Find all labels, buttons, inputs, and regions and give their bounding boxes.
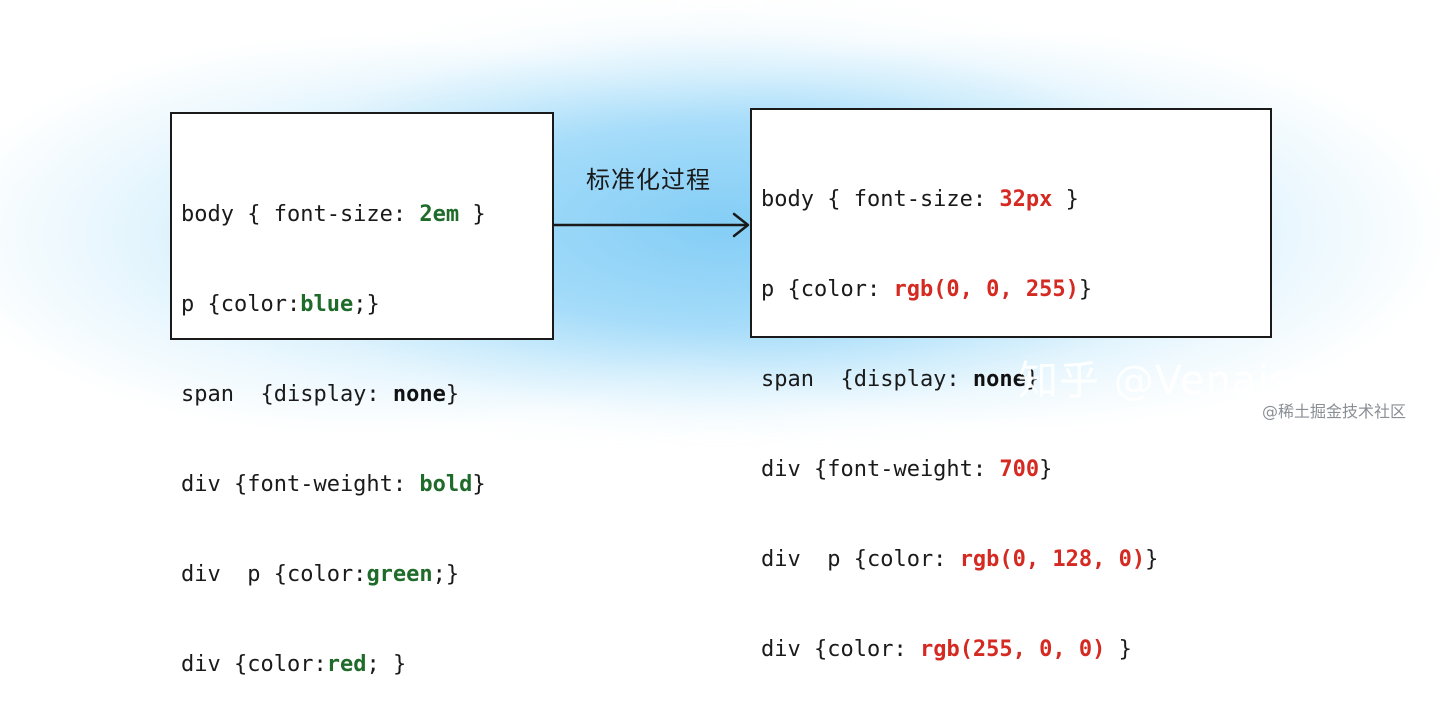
- code-text: }: [1052, 187, 1079, 212]
- code-value: red: [326, 652, 367, 677]
- code-text: }: [445, 382, 460, 407]
- code-value: 32px: [999, 187, 1053, 212]
- code-text: body { font-size:: [181, 202, 420, 227]
- code-line: body { font-size: 2em }: [181, 200, 552, 230]
- code-text: }: [1039, 457, 1053, 482]
- code-text: ; }: [366, 652, 407, 677]
- code-line: span {display: none}: [181, 380, 552, 410]
- code-value: 2em: [419, 202, 460, 227]
- code-value: none: [972, 367, 1026, 392]
- code-text: div p {color:: [761, 547, 960, 572]
- code-line: body { font-size: 32px }: [761, 185, 1270, 215]
- code-value: green: [366, 562, 433, 587]
- code-text: body { font-size:: [761, 187, 1000, 212]
- code-value: rgb(0, 128, 0): [959, 547, 1146, 572]
- code-text: }: [459, 202, 486, 227]
- watermark-text: 知乎 @Venaissance: [1018, 358, 1414, 404]
- code-text: div p {color:: [181, 562, 367, 587]
- code-line: div p {color: rgb(0, 128, 0)}: [761, 545, 1270, 575]
- code-value: rgb(0, 0, 255): [893, 277, 1079, 302]
- code-text: ;}: [353, 292, 380, 317]
- code-text: div {font-weight:: [761, 457, 1000, 482]
- code-line: span {display: none}: [761, 365, 1270, 395]
- code-text: span {display:: [761, 367, 973, 392]
- code-line: div {color:red; }: [181, 650, 552, 680]
- code-text: span {display:: [181, 382, 393, 407]
- code-value: 700: [999, 457, 1040, 482]
- code-value: rgb(255, 0, 0): [919, 637, 1106, 662]
- code-text: p {color:: [761, 277, 894, 302]
- code-text: div {color:: [181, 652, 327, 677]
- normalized-css-box: body { font-size: 32px } p {color: rgb(0…: [750, 108, 1272, 662]
- code-line: div {font-weight: 700}: [761, 455, 1270, 485]
- code-line: div {font-weight: bold}: [181, 470, 552, 500]
- arrow-right-icon: [554, 212, 750, 238]
- code-text: div {color:: [761, 637, 920, 662]
- code-value: blue: [300, 292, 354, 317]
- code-line: p {color:blue;}: [181, 290, 552, 320]
- code-text: }: [1078, 277, 1093, 302]
- original-css-box: body { font-size: 2em } p {color:blue;} …: [170, 112, 554, 677]
- code-text: div {font-weight:: [181, 472, 420, 497]
- code-line: div {color: rgb(255, 0, 0) }: [761, 635, 1270, 665]
- code-value: bold: [419, 472, 473, 497]
- code-text: p {color:: [181, 292, 301, 317]
- code-line: p {color: rgb(0, 0, 255)}: [761, 275, 1270, 305]
- code-text: }: [1145, 547, 1159, 572]
- process-label: 标准化过程: [586, 166, 711, 194]
- code-text: ;}: [432, 562, 460, 587]
- source-credit: @稀土掘金技术社区: [1262, 402, 1407, 421]
- code-text: }: [1105, 637, 1132, 662]
- code-text: }: [472, 472, 486, 497]
- code-line: div p {color:green;}: [181, 560, 552, 590]
- code-value: none: [392, 382, 446, 407]
- code-text: }: [1025, 367, 1040, 392]
